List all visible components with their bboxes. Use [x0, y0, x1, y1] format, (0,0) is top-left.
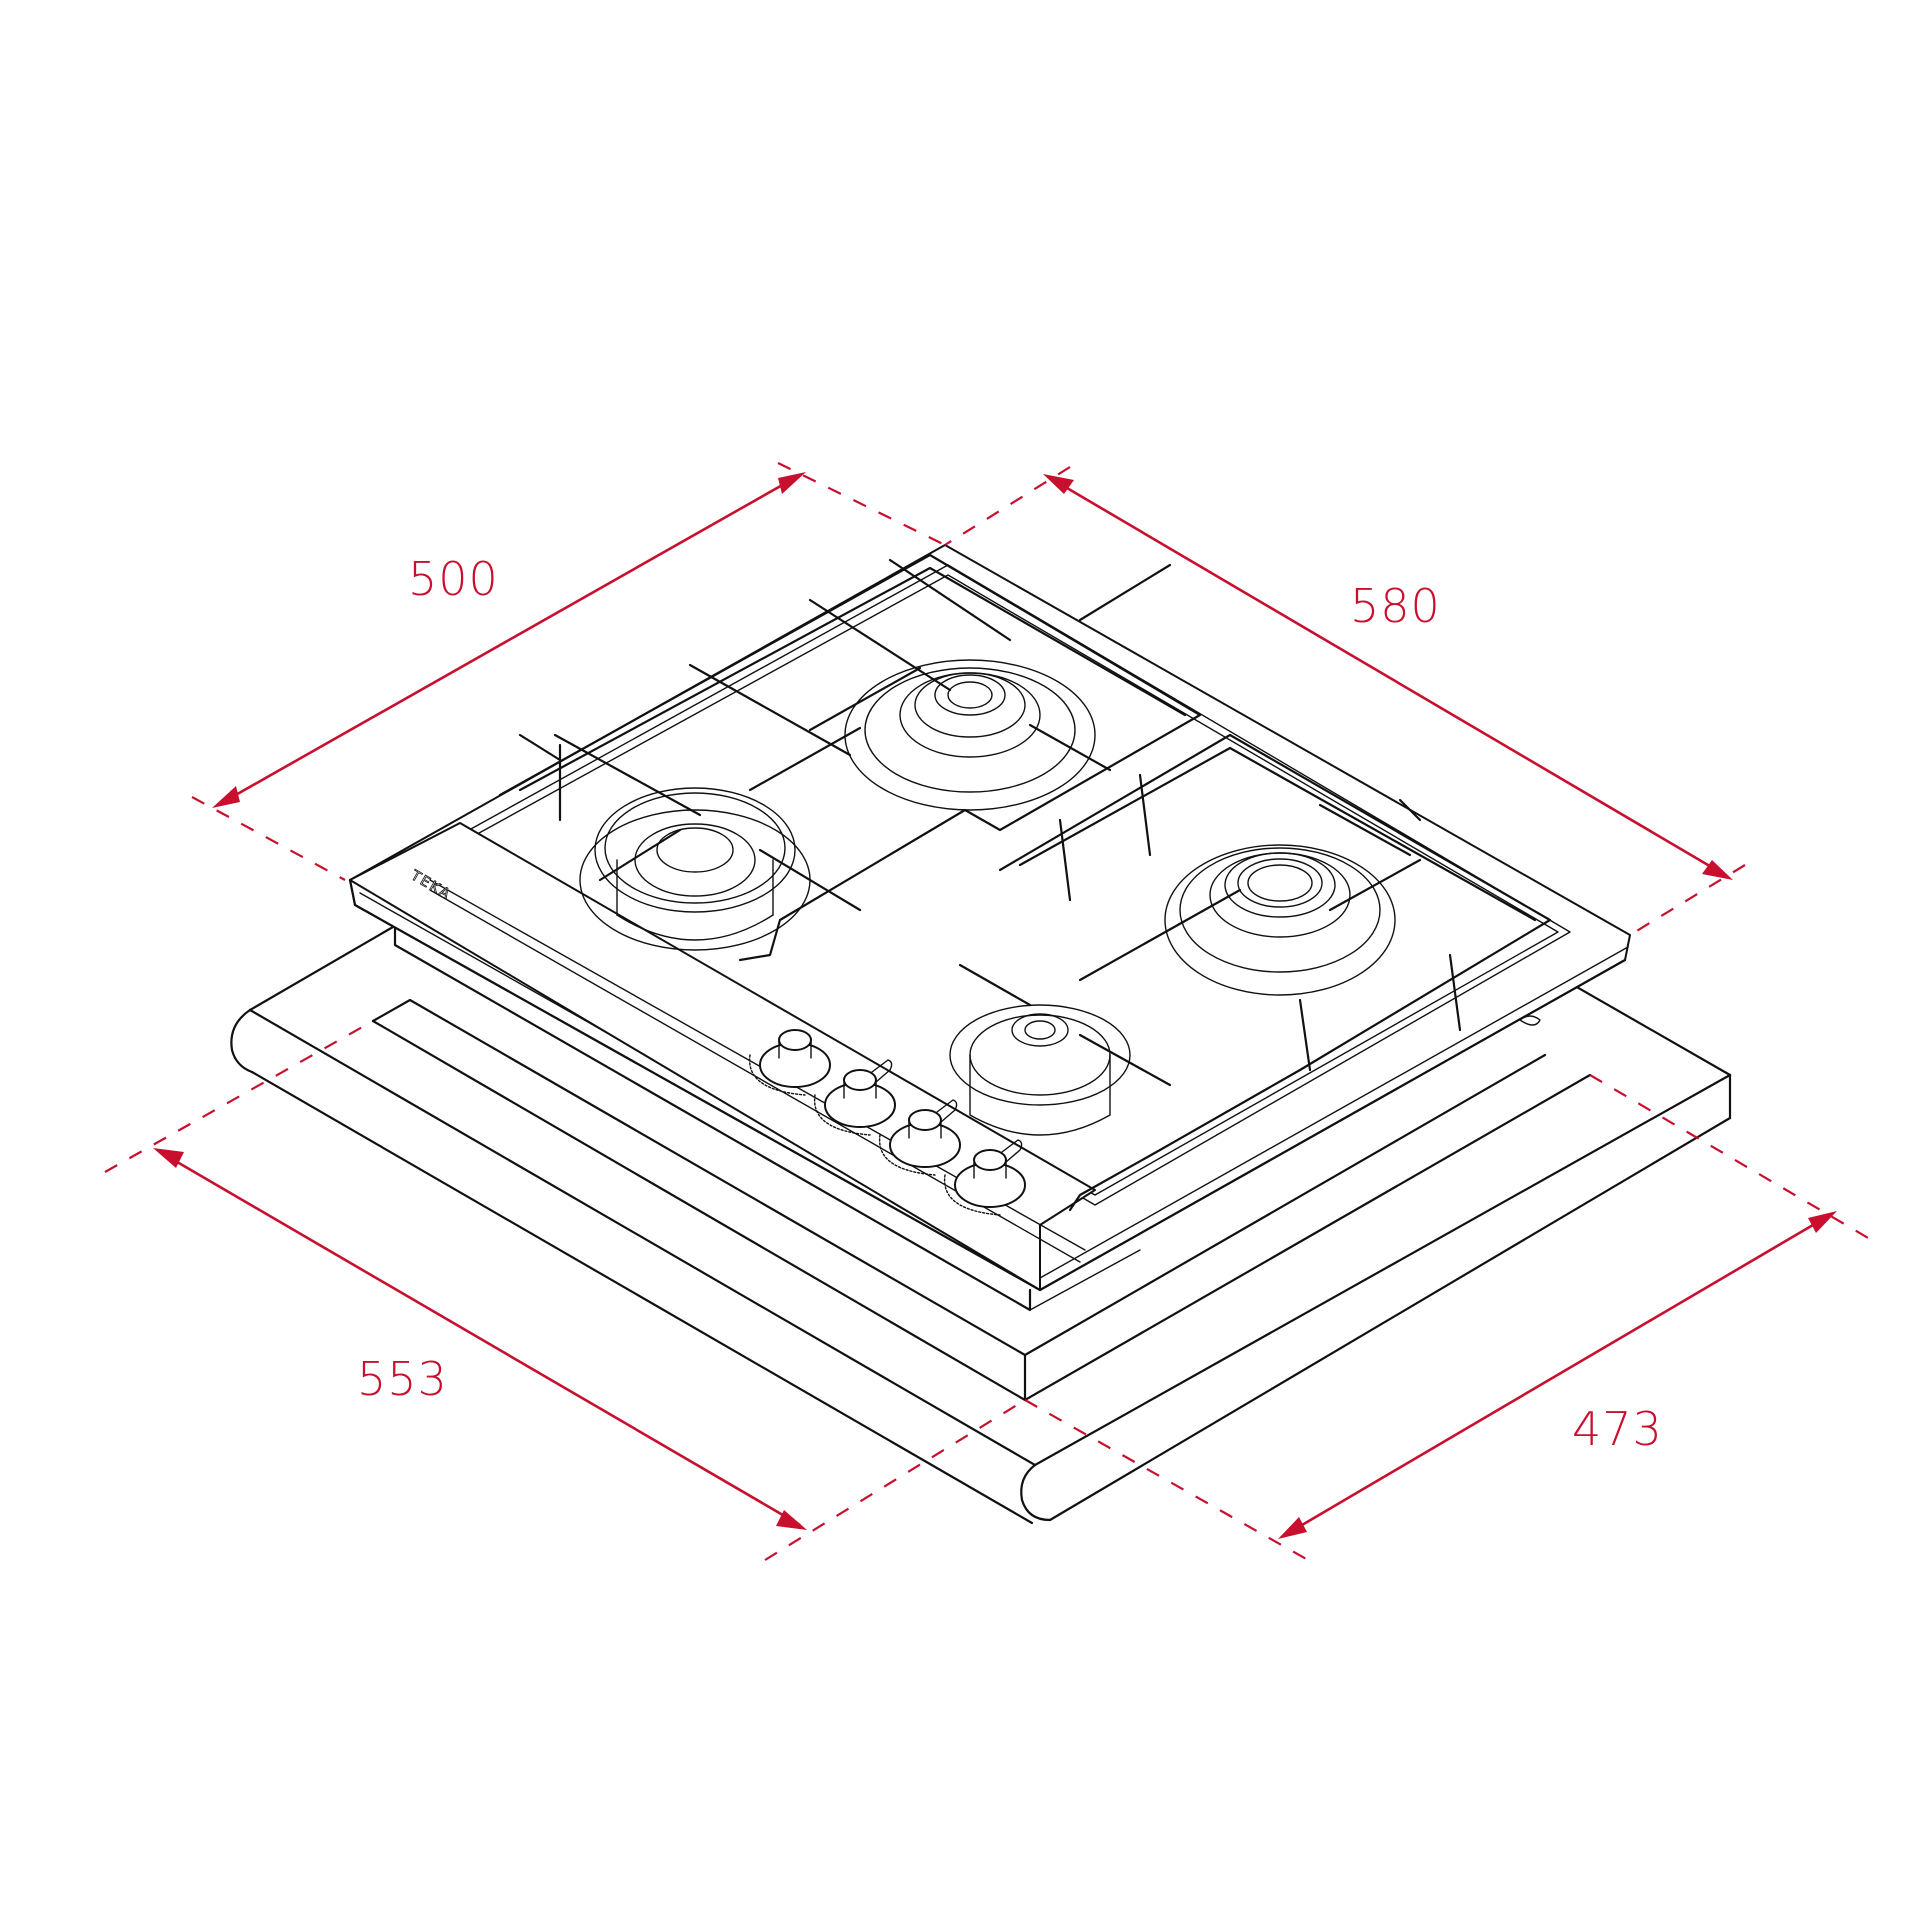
control-knobs [748, 1029, 1026, 1216]
burner-rear-left [844, 659, 1096, 811]
arrowhead-icon [212, 786, 240, 808]
dimension-500 [191, 462, 946, 881]
dimension-580 [944, 466, 1746, 936]
burner-front-right [949, 1004, 1131, 1136]
dimension-label-580: 580 [1350, 579, 1441, 633]
burner-rear-right [1164, 844, 1396, 996]
arrowhead-icon [1808, 1211, 1837, 1233]
dimension-473 [1024, 1074, 1876, 1561]
dimension-label-500: 500 [408, 552, 499, 606]
knob-3 [878, 1099, 961, 1176]
arrowhead-icon [778, 472, 806, 494]
knob-4 [943, 1139, 1026, 1216]
knob-2 [813, 1059, 896, 1136]
countertop [230, 828, 1732, 1525]
dimension-label-473: 473 [1572, 1402, 1663, 1456]
pan-support-right [958, 733, 1552, 1212]
arrowhead-icon [1043, 474, 1074, 494]
arrowhead-icon [153, 1148, 184, 1168]
dimension-553 [104, 1020, 1026, 1561]
knob-1 [748, 1029, 831, 1096]
arrowhead-icon [1702, 860, 1733, 880]
arrowhead-icon [1278, 1517, 1307, 1539]
pan-support-left [498, 553, 1202, 962]
dimension-label-553: 553 [357, 1352, 448, 1406]
arrowhead-icon [776, 1510, 807, 1530]
